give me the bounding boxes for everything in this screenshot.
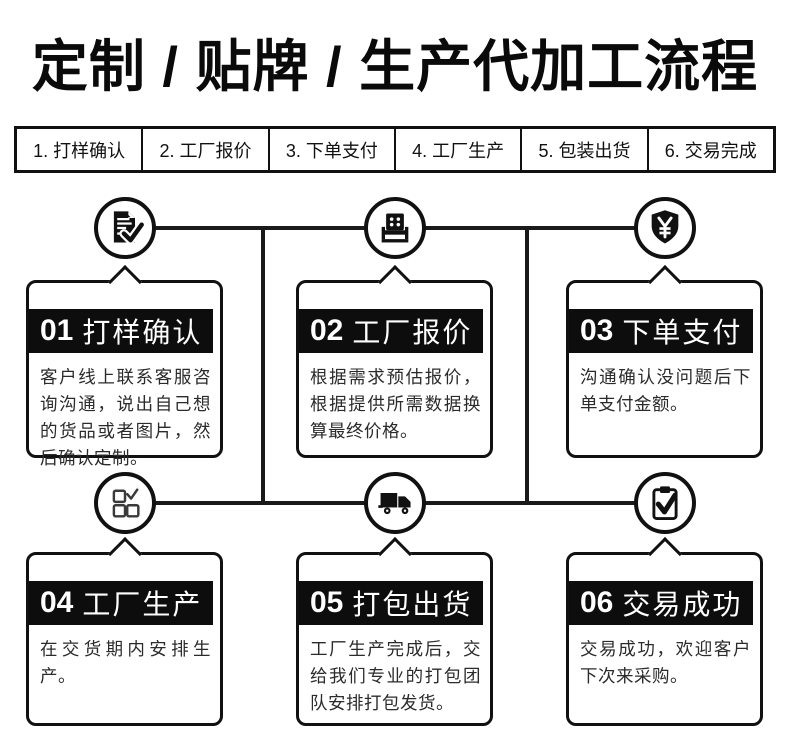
card-notch [377, 265, 412, 299]
card-header: 01 打样确认 [29, 309, 213, 353]
step-cell-4: 4. 工厂生产 [396, 129, 523, 170]
connector-vertical-left [261, 226, 265, 505]
step-cell-1: 1. 打样确认 [17, 129, 144, 170]
clipboard-check-icon [634, 472, 696, 534]
card-factory-production: 04 工厂生产 在交货期内安排生产。 [26, 537, 223, 726]
card-notch [107, 265, 142, 299]
connector-vertical-right [525, 226, 529, 505]
card-header: 02 工厂报价 [299, 309, 483, 353]
card-notch [107, 537, 142, 571]
page-title: 定制 / 贴牌 / 生产代加工流程 [31, 35, 759, 98]
step-cell-3: 3. 下单支付 [270, 129, 396, 170]
steps-bar: 1. 打样确认 2. 工厂报价 3. 下单支付 4. 工厂生产 5. 包装出货 … [14, 126, 776, 173]
card-title: 下单支付 [622, 317, 743, 348]
card-description: 根据需求预估报价，根据提供所需数据换算最终价格。 [310, 367, 481, 441]
card-number: 05 [310, 586, 344, 619]
card-header: 06 交易成功 [569, 581, 753, 625]
card-sample-confirm: 01 打样确认 客户线上联系客服咨询沟通，说出自己想的货品或者图片，然后确认定制… [26, 265, 223, 468]
card-description: 交易成功，欢迎客户下次来采购。 [580, 639, 751, 686]
card-pack-ship: 05 打包出货 工厂生产完成后，交给我们专业的打包团队安排打包发货。 [296, 537, 493, 726]
checklist-icon [94, 472, 156, 534]
card-header: 04 工厂生产 [29, 581, 213, 625]
card-title: 打包出货 [352, 589, 473, 620]
card-title: 工厂报价 [352, 317, 473, 348]
step-cell-5: 5. 包装出货 [522, 129, 649, 170]
card-title: 交易成功 [622, 589, 743, 620]
card-deal-success: 06 交易成功 交易成功，欢迎客户下次来采购。 [566, 537, 763, 726]
truck-icon [364, 472, 426, 534]
card-factory-quote: 02 工厂报价 根据需求预估报价，根据提供所需数据换算最终价格。 [296, 265, 493, 458]
card-description: 客户线上联系客服咨询沟通，说出自己想的货品或者图片，然后确认定制。 [40, 367, 211, 468]
card-title: 打样确认 [82, 317, 203, 348]
step-cell-2: 2. 工厂报价 [143, 129, 270, 170]
card-number: 01 [40, 314, 74, 347]
card-header: 03 下单支付 [569, 309, 753, 353]
step-cell-6: 6. 交易完成 [664, 140, 757, 161]
document-check-icon [94, 197, 156, 259]
card-description: 沟通确认没问题后下单支付金额。 [580, 367, 751, 414]
card-number: 06 [580, 586, 614, 619]
yen-shield-icon [634, 197, 696, 259]
card-header: 05 打包出货 [299, 581, 483, 625]
card-order-payment: 03 下单支付 沟通确认没问题后下单支付金额。 [566, 265, 763, 458]
card-notch [647, 265, 682, 299]
card-description: 在交货期内安排生产。 [40, 639, 211, 686]
card-number: 03 [580, 314, 614, 347]
card-title: 工厂生产 [82, 589, 203, 620]
card-notch [377, 537, 412, 571]
printer-icon [364, 197, 426, 259]
card-description: 工厂生产完成后，交给我们专业的打包团队安排打包发货。 [310, 639, 481, 713]
card-number: 02 [310, 314, 344, 347]
card-notch [647, 537, 682, 571]
card-number: 04 [40, 586, 74, 619]
